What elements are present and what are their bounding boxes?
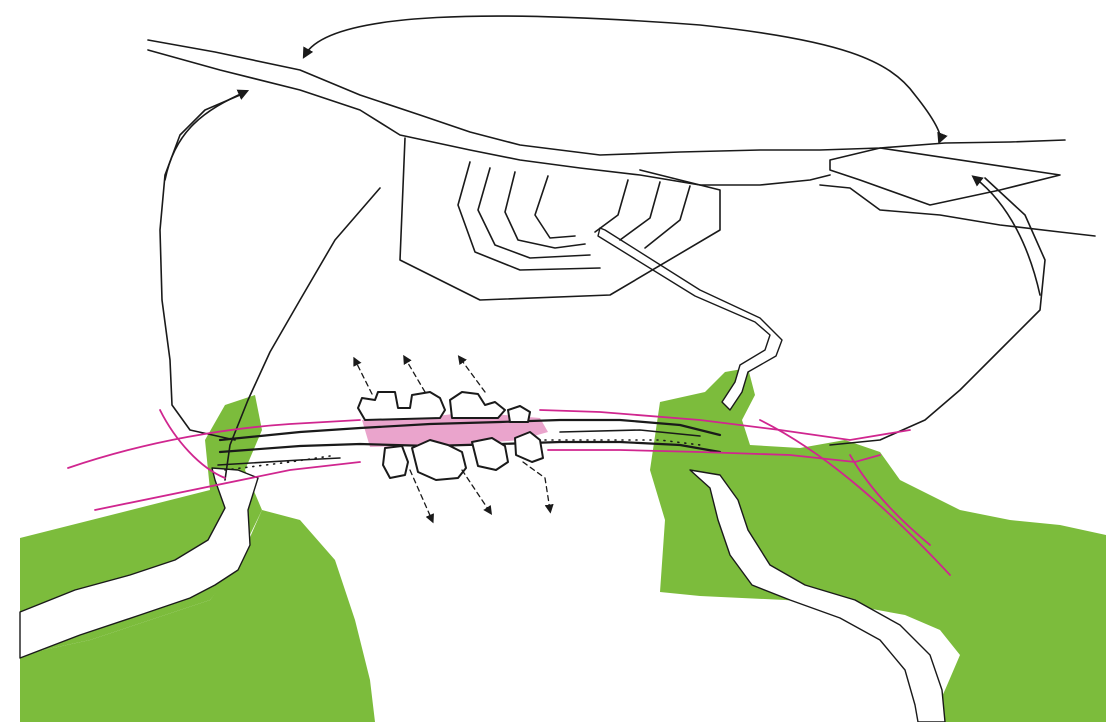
- dash-arrow-s1: [409, 469, 434, 524]
- dash-arrow-n3: [457, 355, 486, 393]
- green-space-lower-left: [20, 510, 375, 722]
- contour-descent-left: [224, 187, 381, 481]
- magenta-line-6: [759, 419, 951, 576]
- magenta-connections: [67, 409, 951, 576]
- terrace-line-4: [534, 175, 576, 239]
- building-north-2: [449, 391, 506, 419]
- contour-plateau: [399, 137, 721, 301]
- terraces: [457, 161, 691, 271]
- movement-arrows: [164, 15, 1041, 296]
- contour-top-ridge: [147, 39, 1066, 156]
- building-south-1: [382, 445, 409, 479]
- magenta-line-4: [539, 409, 911, 441]
- terrace-line-7: [644, 185, 691, 249]
- building-south-2: [411, 439, 467, 481]
- contour-descent-right: [829, 177, 1046, 446]
- magenta-line-2: [94, 461, 361, 511]
- contour-right-tip: [829, 147, 1061, 206]
- contour-right-shelf: [819, 184, 1096, 237]
- street-ticks-right: [544, 439, 701, 446]
- central-plaza: [362, 412, 548, 447]
- terrace-line-1: [457, 161, 601, 271]
- main-street: [217, 412, 722, 471]
- arrow-loop-top: [302, 15, 948, 145]
- contour-top-ridge-2: [147, 49, 831, 186]
- arrow-hook-left: [164, 89, 250, 181]
- building-south-3: [471, 437, 509, 471]
- street-edge-north: [218, 418, 722, 442]
- green-space-right: [650, 368, 1106, 722]
- contour-loop-left: [159, 94, 241, 441]
- street-edge-right-2: [559, 429, 701, 437]
- terrace-line-5: [594, 179, 629, 233]
- dash-arrow-n1: [353, 356, 373, 395]
- ravine-stream: [597, 227, 783, 411]
- terrace-line-2: [477, 167, 591, 259]
- arrow-hook-right: [971, 175, 1041, 296]
- river-left: [19, 467, 259, 659]
- building-south-4: [514, 431, 544, 463]
- dash-arrow-s2: [461, 469, 493, 516]
- magenta-line-1: [67, 419, 361, 469]
- dash-arrow-s3: [522, 461, 554, 514]
- magenta-line-7: [849, 454, 931, 546]
- contour-lines: [147, 39, 1096, 481]
- dash-arrow-n2: [403, 354, 426, 393]
- terrace-line-3: [504, 171, 586, 249]
- building-north-1: [357, 391, 446, 421]
- buildings: [357, 391, 544, 481]
- street-ticks-left: [224, 455, 331, 471]
- dispersal-arrows: [353, 354, 554, 524]
- street-edge-south-2: [217, 457, 341, 466]
- magenta-line-5: [547, 449, 881, 463]
- terrace-line-6: [619, 181, 661, 241]
- river-right: [689, 469, 946, 722]
- building-north-3: [507, 405, 531, 423]
- magenta-line-3: [159, 409, 226, 479]
- water-channels: [19, 227, 946, 722]
